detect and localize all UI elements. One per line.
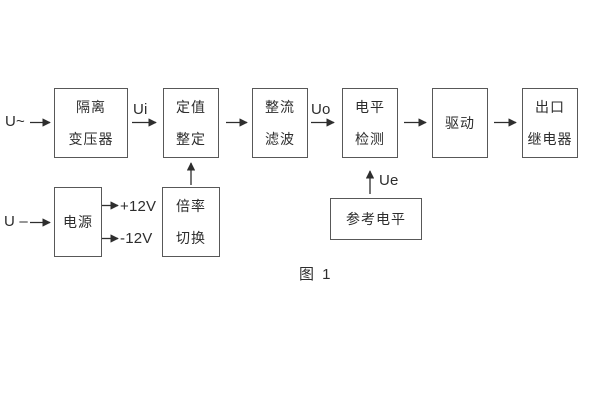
block-label: 整定: [176, 131, 206, 147]
block-label: 检测: [355, 131, 385, 147]
minus-12v-label: -12V: [120, 230, 153, 247]
block-rectifier-filter: 整流 滤波: [252, 88, 308, 158]
block-label: 隔离: [76, 99, 106, 115]
ac-input-label: U~: [5, 113, 25, 130]
block-label: 倍率: [176, 198, 206, 214]
block-label: 变压器: [68, 131, 114, 147]
dc-input-label: U –: [4, 213, 28, 230]
block-output-relay: 出口 继电器: [522, 88, 578, 158]
block-label: 驱动: [445, 115, 475, 131]
block-label: 整流: [265, 99, 295, 115]
block-setting-adjustment: 定值 整定: [163, 88, 219, 158]
block-isolation-transformer: 隔离 变压器: [54, 88, 128, 158]
block-label: 切换: [176, 230, 206, 246]
block-level-detection: 电平 检测: [342, 88, 398, 158]
block-power-supply: 电源: [54, 187, 102, 257]
signal-ue-label: Ue: [379, 172, 399, 189]
signal-ui-label: Ui: [133, 101, 148, 118]
figure-caption: 图 1: [299, 266, 333, 283]
plus-12v-label: +12V: [120, 198, 157, 215]
block-label: 电源: [63, 214, 93, 230]
block-label: 定值: [176, 99, 206, 115]
signal-uo-label: Uo: [311, 101, 331, 118]
block-label: 出口: [535, 99, 565, 115]
block-label: 参考电平: [346, 211, 406, 227]
block-reference-level: 参考电平: [330, 198, 422, 240]
block-ratio-switching: 倍率 切换: [162, 187, 220, 257]
block-label: 滤波: [265, 131, 295, 147]
block-label: 电平: [355, 99, 385, 115]
block-label: 继电器: [527, 131, 573, 147]
block-driver: 驱动: [432, 88, 488, 158]
